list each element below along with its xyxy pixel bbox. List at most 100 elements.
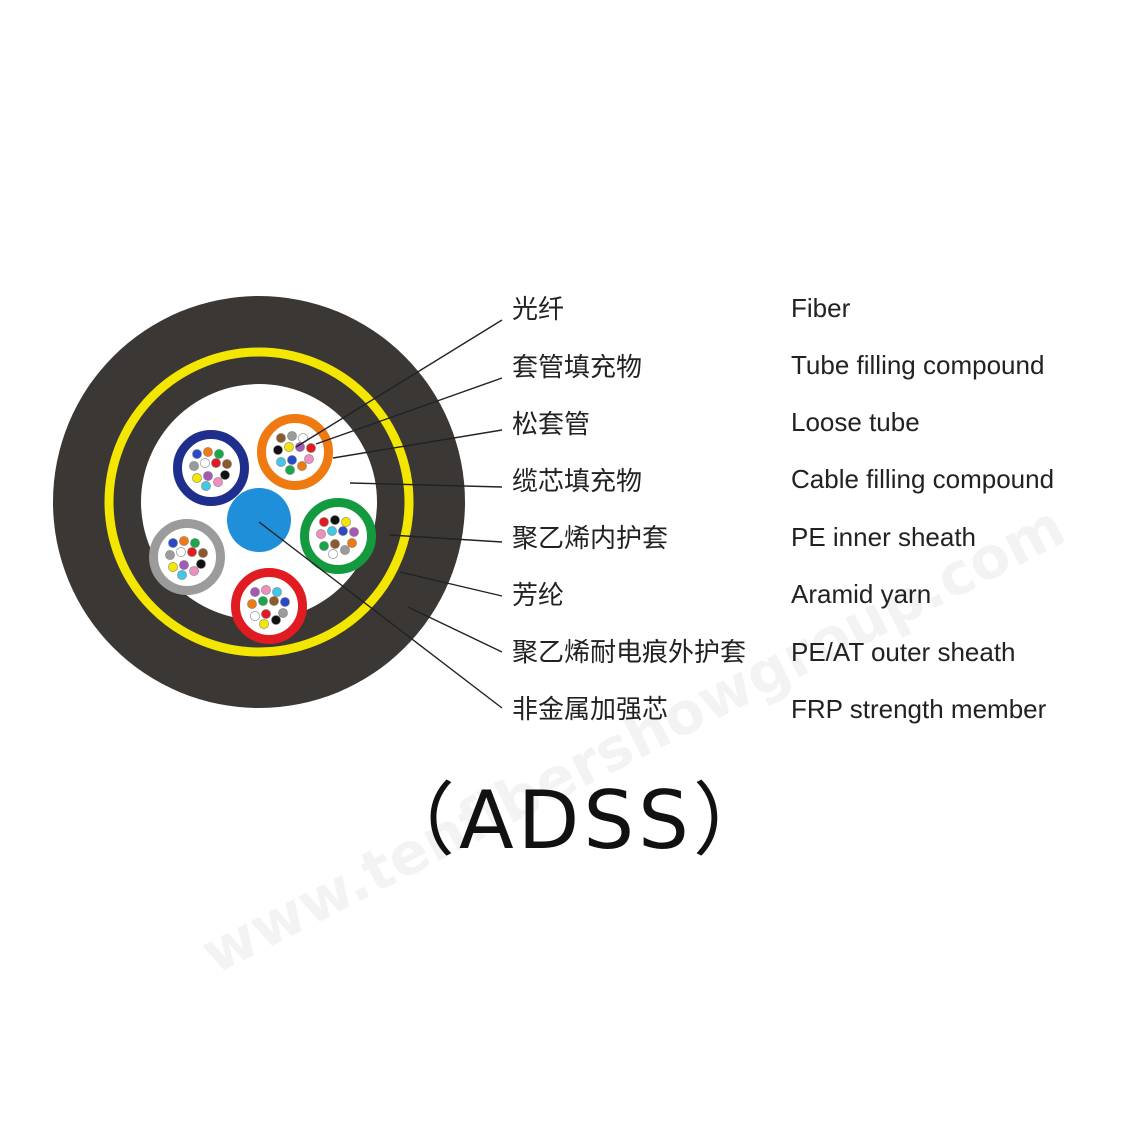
loose-tube-green (300, 498, 376, 574)
optical-fiber (198, 548, 208, 558)
loose-tube-ring (300, 498, 376, 574)
optical-fiber (203, 471, 213, 481)
optical-fiber (278, 608, 288, 618)
leader-tube-filling (315, 377, 503, 445)
optical-fiber (250, 611, 260, 621)
label-en-pe-outer: PE/AT outer sheath (791, 637, 1016, 667)
loose-tube-ring (149, 519, 225, 595)
optical-fiber (203, 447, 213, 457)
loose-tube-gray (149, 519, 225, 595)
optical-fiber (285, 465, 295, 475)
optical-fiber (247, 599, 257, 609)
label-cn-fiber: 光纤 (512, 295, 564, 325)
optical-fiber (190, 538, 200, 548)
optical-fiber (187, 547, 197, 557)
cable-cross-section (53, 296, 465, 708)
loose-tubes (149, 414, 376, 644)
optical-fiber (250, 587, 260, 597)
optical-fiber (258, 596, 268, 606)
optical-fiber (189, 461, 199, 471)
optical-fiber (201, 481, 211, 491)
optical-fiber (259, 619, 269, 629)
optical-fiber (340, 545, 350, 555)
loose-tube-ring (257, 414, 333, 490)
optical-fiber (165, 550, 175, 560)
optical-fiber (220, 470, 230, 480)
label-cn-aramid: 芳纶 (512, 581, 564, 611)
optical-fiber (316, 529, 326, 539)
optical-fiber (272, 587, 282, 597)
optical-fiber (276, 433, 286, 443)
optical-fiber (327, 526, 337, 536)
optical-fiber (287, 431, 297, 441)
leader-fiber (295, 319, 503, 448)
optical-fiber (192, 449, 202, 459)
optical-fiber (200, 458, 210, 468)
optical-fiber (297, 461, 307, 471)
loose-tube-blue (173, 430, 249, 506)
optical-fiber (271, 615, 281, 625)
frp-strength-member (227, 488, 291, 552)
leader-frp (258, 521, 503, 709)
optical-fiber (280, 597, 290, 607)
optical-fiber (347, 538, 357, 548)
leader-lines (258, 319, 503, 709)
optical-fiber (269, 596, 279, 606)
optical-fiber (261, 585, 271, 595)
label-cn-tube-filling: 套管填充物 (512, 353, 642, 383)
label-cn-frp: 非金属加强芯 (512, 695, 668, 725)
optical-fiber (328, 549, 338, 559)
optical-fiber (168, 538, 178, 548)
optical-fiber (319, 541, 329, 551)
optical-fiber (341, 517, 351, 527)
optical-fiber (222, 459, 232, 469)
optical-fiber (211, 458, 221, 468)
optical-fiber (214, 449, 224, 459)
optical-fiber (168, 562, 178, 572)
optical-fiber (304, 454, 314, 464)
label-en-cable-filling: Cable filling compound (791, 464, 1054, 494)
leader-cable-filling (349, 482, 503, 488)
optical-fiber (306, 443, 316, 453)
leader-pe-outer (407, 606, 503, 653)
label-en-tube-filling: Tube filling compound (791, 350, 1044, 380)
loose-tube-orange (257, 414, 333, 490)
optical-fiber (261, 609, 271, 619)
optical-fiber (273, 445, 283, 455)
loose-tube-ring (173, 430, 249, 506)
optical-fiber (179, 560, 189, 570)
optical-fiber (189, 566, 199, 576)
label-en-aramid: Aramid yarn (791, 579, 931, 609)
loose-tube-ring (231, 568, 307, 644)
label-list: 光纤 Fiber 套管填充物 Tube filling compound 松套管… (512, 293, 1054, 725)
optical-fiber (319, 517, 329, 527)
optical-fiber (330, 539, 340, 549)
optical-fiber (349, 527, 359, 537)
optical-fiber (196, 559, 206, 569)
optical-fiber (276, 457, 286, 467)
label-en-pe-inner: PE inner sheath (791, 522, 976, 552)
label-cn-cable-filling: 缆芯填充物 (512, 467, 642, 497)
label-en-frp: FRP strength member (791, 694, 1047, 724)
loose-tube-red (231, 568, 307, 644)
leader-aramid (399, 571, 503, 597)
optical-fiber (176, 547, 186, 557)
label-en-fiber: Fiber (791, 293, 851, 323)
optical-fiber (192, 473, 202, 483)
leader-pe-inner (389, 534, 503, 543)
diagram-title: （ADSS） (375, 774, 777, 867)
label-cn-pe-outer: 聚乙烯耐电痕外护套 (512, 638, 746, 668)
optical-fiber (213, 477, 223, 487)
optical-fiber (295, 442, 305, 452)
optical-fiber (287, 455, 297, 465)
label-cn-pe-inner: 聚乙烯内护套 (512, 524, 668, 554)
label-cn-loose-tube: 松套管 (512, 410, 590, 440)
optical-fiber (330, 515, 340, 525)
label-en-loose-tube: Loose tube (791, 407, 920, 437)
optical-fiber (338, 526, 348, 536)
optical-fiber (177, 570, 187, 580)
aramid-yarn-ring (104, 347, 414, 657)
optical-fiber (284, 442, 294, 452)
optical-fiber (179, 536, 189, 546)
